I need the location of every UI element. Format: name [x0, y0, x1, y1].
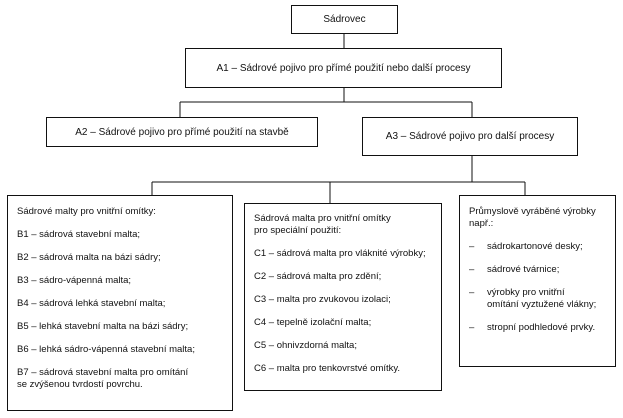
b-item: B5 – lehká stavební malta na bázi sádry; [17, 321, 189, 332]
products-item: – sádrové tvárnice; [469, 264, 596, 276]
a2-box: A2 – Sádrové pojivo pro přímé použití na… [46, 117, 318, 147]
b-item-b7: B7 – sádrová stavební malta pro omítání … [17, 367, 195, 391]
products-list: Průmyslově vyráběné výrobky např.: – sád… [469, 206, 596, 345]
products-item-label: stropní podhledové prvky. [487, 322, 596, 333]
b7-line1: B7 – sádrová stavební malta pro omítání [17, 367, 189, 378]
a3-label: A3 – Sádrové pojivo pro další procesy [385, 131, 555, 142]
root-box: Sádrovec [291, 5, 398, 34]
c-list: Sádrová malta pro vnitřní omítky pro spe… [254, 213, 426, 386]
products-title-line2: např.: [469, 218, 494, 229]
b-item: B3 – sádro-vápenná malta; [17, 275, 132, 286]
products-item: – stropní podhledové prvky. [469, 322, 596, 334]
products-item-line1: výrobky pro vnitřní [487, 287, 565, 298]
products-item-label: sádrokartonové desky; [487, 241, 583, 252]
c-item: C3 – malta pro zvukovou izolaci; [254, 294, 391, 305]
a1-box: A1 – Sádrové pojivo pro přímé použití ne… [185, 48, 502, 88]
dash-bullet: – [469, 264, 475, 275]
c-item: C2 – sádrová malta pro zdění; [254, 271, 382, 282]
b-item: B1 – sádrová stavební malta; [17, 229, 141, 240]
products-item-label: sádrové tvárnice; [487, 264, 560, 275]
products-item-label: výrobky pro vnitřní omítání vyztužené vl… [487, 287, 596, 311]
products-item: – výrobky pro vnitřní omítání vyztužené … [469, 287, 596, 311]
c-title-line2: pro speciální použití: [254, 225, 342, 236]
c-item: C4 – tepelně izolační malta; [254, 317, 372, 328]
c-item: C6 – malta pro tenkovrstvé omítky. [254, 363, 401, 374]
c-box: Sádrová malta pro vnitřní omítky pro spe… [244, 203, 442, 391]
products-box: Průmyslově vyráběné výrobky např.: – sád… [459, 195, 616, 367]
a1-label: A1 – Sádrové pojivo pro přímé použití ne… [216, 62, 471, 74]
a3-box: A3 – Sádrové pojivo pro další procesy [362, 117, 578, 156]
b-item: B2 – sádrová malta na bázi sádry; [17, 252, 161, 263]
products-item: – sádrokartonové desky; [469, 241, 596, 253]
c-item: C5 – ohnivzdorná malta; [254, 340, 357, 351]
b-list: Sádrové malty pro vnitřní omítky: B1 – s… [17, 206, 195, 391]
c-title-line1: Sádrová malta pro vnitřní omítky [254, 213, 391, 224]
c-item: C1 – sádrová malta pro vláknité výrobky; [254, 248, 426, 259]
b-item: B4 – sádrová lehká stavební malta; [17, 298, 166, 309]
b-box: Sádrové malty pro vnitřní omítky: B1 – s… [7, 195, 233, 411]
dash-bullet: – [469, 287, 475, 298]
products-item-line2: omítání vyztužené vlákny; [487, 299, 597, 310]
products-title-line1: Průmyslově vyráběné výrobky [469, 206, 596, 217]
dash-bullet: – [469, 241, 475, 252]
dash-bullet: – [469, 322, 475, 333]
b-item: B6 – lehká sádro-vápenná stavební malta; [17, 344, 195, 355]
b7-line2: se zvýšenou tvrdostí povrchu. [17, 379, 143, 390]
b-title: Sádrové malty pro vnitřní omítky: [17, 206, 156, 217]
root-label: Sádrovec [323, 14, 366, 25]
a2-label: A2 – Sádrové pojivo pro přímé použití na… [75, 126, 289, 138]
